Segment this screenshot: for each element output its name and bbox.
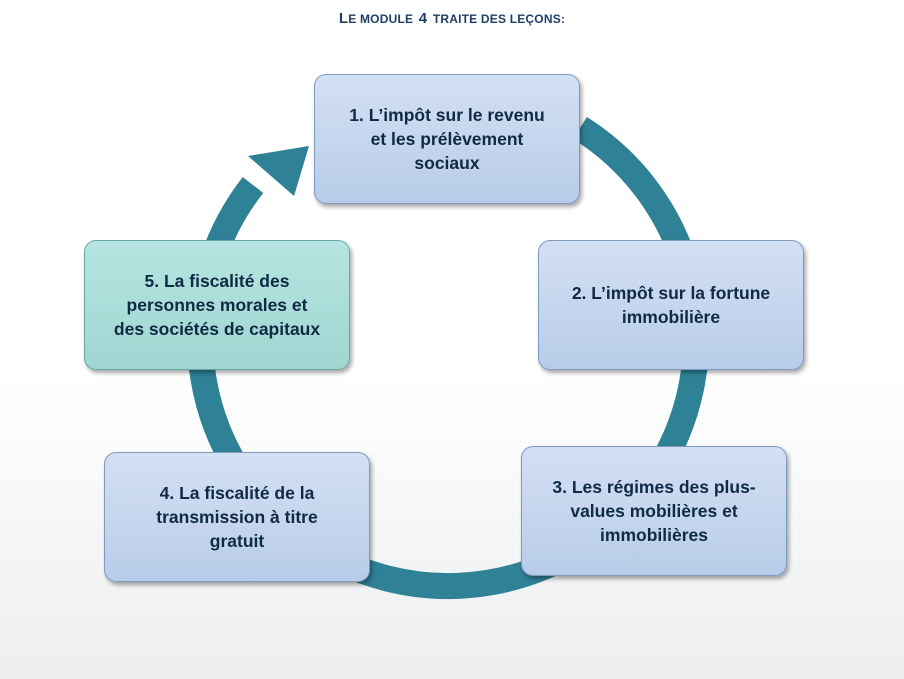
arrow-head-icon [248,146,309,196]
node-impot-fortune: 2. L’impôt sur la fortune immobilière [538,240,804,370]
node-transmission: 4. La fiscalité de la transmission à tit… [104,452,370,582]
node-personnes-morales: 5. La fiscalité des personnes morales et… [84,240,350,370]
node-plus-values: 3. Les régimes des plus- values mobilièr… [521,446,787,576]
page-title: LE MODULE 4 TRAITE DES LEÇONS: [338,10,566,27]
node-impot-revenu: 1. L’impôt sur le revenu et les prélèvem… [314,74,580,204]
